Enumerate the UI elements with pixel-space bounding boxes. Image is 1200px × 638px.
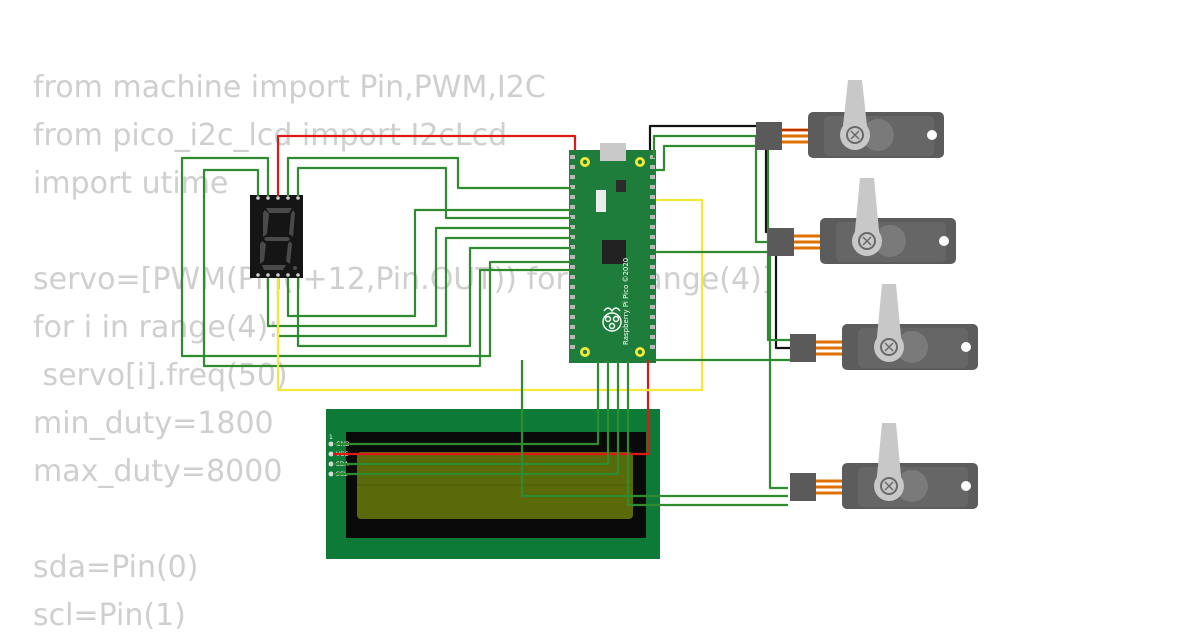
wire-servo-green-1a bbox=[652, 134, 758, 158]
servo-horn bbox=[842, 80, 868, 135]
servo-mount-hole bbox=[927, 130, 937, 140]
servo-gear bbox=[874, 225, 906, 257]
pico-pin-row-right bbox=[650, 155, 655, 349]
servo-connector bbox=[756, 122, 782, 150]
raspberry-pi-pico[interactable]: Raspberry Pi Pico ©2020 bbox=[569, 143, 656, 363]
wire-seg-b bbox=[202, 168, 571, 368]
pico-pin-row-left bbox=[570, 155, 575, 349]
servo-mount-hole bbox=[939, 236, 949, 246]
code-line: max_duty=8000 bbox=[33, 454, 283, 489]
lcd-display[interactable]: 1 GND VCC SDA SCL bbox=[326, 409, 660, 559]
servo-screw-icon bbox=[880, 338, 898, 356]
servo-cable bbox=[816, 479, 842, 495]
wire-lcd-vcc bbox=[333, 360, 650, 456]
servo-gear bbox=[896, 470, 928, 502]
servo-connector bbox=[768, 228, 794, 256]
servo-mount-hole bbox=[961, 342, 971, 352]
bootsel-button[interactable] bbox=[596, 190, 606, 212]
rp2040-chip bbox=[602, 240, 626, 264]
wire-servo-green-4 bbox=[768, 250, 788, 490]
wire-seg-e bbox=[266, 226, 571, 328]
wire-lcd-gnd bbox=[333, 361, 600, 446]
servo-gear bbox=[896, 331, 928, 363]
code-line: from pico_i2c_lcd import I2cLcd bbox=[33, 118, 508, 153]
servo-screw-cross bbox=[862, 236, 872, 246]
servo-screw-icon bbox=[846, 126, 864, 144]
wire-seg-g bbox=[286, 208, 571, 318]
code-line: from machine import Pin,PWM,I2C bbox=[33, 70, 546, 105]
servo-cable bbox=[816, 340, 842, 356]
servo-cable bbox=[794, 234, 820, 250]
servo-cable bbox=[782, 128, 808, 144]
code-line: scl=Pin(1) bbox=[33, 598, 186, 633]
servo-screw-cross bbox=[850, 130, 860, 140]
code-line: min_duty=1800 bbox=[33, 406, 274, 441]
code-line: servo[i].freq(50) bbox=[33, 358, 288, 393]
pico-board-label: Raspberry Pi Pico ©2020 bbox=[622, 258, 630, 345]
wire-seg-f bbox=[276, 236, 571, 338]
servo-motor[interactable] bbox=[790, 423, 978, 509]
raspberry-logo-icon bbox=[602, 307, 622, 332]
wire-seg-dp bbox=[296, 246, 571, 348]
servo-motor[interactable] bbox=[768, 178, 956, 264]
code-line: sda=Pin(0) bbox=[33, 550, 199, 585]
servo-gear bbox=[862, 119, 894, 151]
wire-lcd-sda bbox=[333, 361, 610, 466]
wire-power-red bbox=[276, 134, 577, 196]
servo-connector bbox=[790, 334, 816, 362]
servo-horn bbox=[854, 178, 880, 241]
wire-seg-d bbox=[296, 166, 571, 220]
pico-mount-holes-inner bbox=[582, 159, 643, 355]
lcd-pin-header bbox=[328, 441, 334, 477]
code-line: import utime bbox=[33, 166, 229, 201]
wire-servo-green-4b bbox=[520, 360, 788, 498]
lcd-pin-number: 1 bbox=[329, 434, 333, 441]
servo-horn bbox=[876, 423, 902, 486]
servo-connector bbox=[790, 473, 816, 501]
wire-seg-c bbox=[286, 156, 571, 196]
usb-port bbox=[600, 143, 626, 161]
seven-segment-display[interactable] bbox=[250, 195, 303, 278]
wire-servo-green-4c bbox=[626, 361, 788, 507]
wire-lcd-scl bbox=[333, 361, 620, 476]
servo-screw-icon bbox=[880, 477, 898, 495]
wire-yellow bbox=[276, 198, 704, 392]
servo-motor[interactable] bbox=[756, 80, 944, 158]
flash-chip bbox=[616, 180, 626, 192]
servo-screw-cross bbox=[884, 481, 894, 491]
servo-motor[interactable] bbox=[790, 284, 978, 370]
wire-seg-a bbox=[180, 156, 571, 358]
seven-segment-pins bbox=[256, 196, 300, 277]
wire-servo-black-1 bbox=[648, 124, 762, 150]
servo-screw-cross bbox=[884, 342, 894, 352]
servo-screw-icon bbox=[858, 232, 876, 250]
seven-segment-digit bbox=[260, 208, 297, 270]
wire-servo-green-1b bbox=[656, 144, 758, 172]
servo-mount-hole bbox=[961, 481, 971, 491]
servo-horn bbox=[876, 284, 902, 347]
code-line: for i in range(4): bbox=[33, 310, 279, 345]
